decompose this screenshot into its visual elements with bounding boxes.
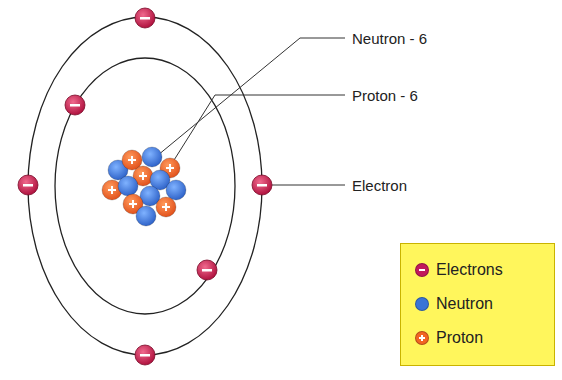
legend-row: Electrons (401, 253, 554, 287)
legend-swatch (415, 263, 429, 277)
legend-text: Neutron (436, 295, 493, 313)
legend-row: Proton (401, 321, 554, 355)
part-label: Neutron - 6 (352, 30, 427, 47)
part-label: Electron (352, 177, 407, 194)
legend-text: Electrons (436, 261, 503, 279)
legend-swatch (415, 297, 429, 311)
legend-box: ElectronsNeutronProton (400, 243, 555, 366)
legend-text: Proton (436, 329, 483, 347)
part-label: Proton - 6 (352, 87, 418, 104)
legend-row: Neutron (401, 287, 554, 321)
legend-swatch (415, 331, 429, 345)
